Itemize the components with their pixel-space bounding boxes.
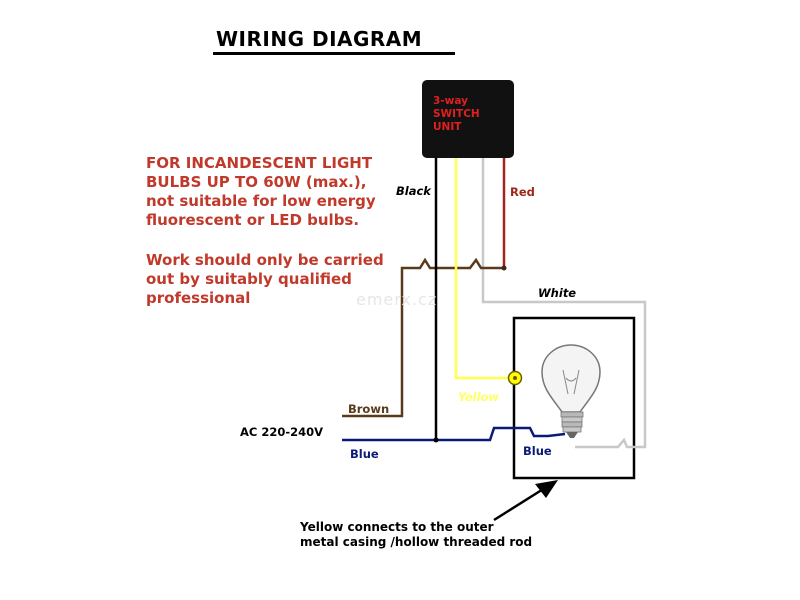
warning-line: Work should only be carried (146, 251, 384, 269)
brown-wire (342, 257, 504, 418)
blue-wire-label: Blue (350, 447, 379, 461)
arrow-head (535, 480, 558, 498)
white-wire-label: White (538, 286, 577, 300)
note-line: Yellow connects to the outer (300, 520, 494, 534)
supply-voltage-label: AC 220-240V (240, 425, 324, 439)
warning-line: not suitable for low energy (146, 192, 376, 210)
qualified-warning-text: Work should only be carried out by suita… (146, 251, 384, 308)
diagram-title: WIRING DIAGRAM (216, 27, 423, 51)
yellow-note: Yellow connects to the outer metal casin… (300, 520, 532, 550)
black-blue-junction (433, 437, 439, 443)
watermark: emerx.cz (356, 290, 438, 309)
brown-wire-label: Brown (348, 402, 390, 416)
warning-line: professional (146, 289, 251, 307)
brown-red-junction (501, 265, 507, 271)
switch-label-line: UNIT (433, 121, 462, 133)
switch-unit-box (422, 80, 514, 158)
warning-line: fluorescent or LED bulbs. (146, 211, 360, 229)
red-wire-label: Red (510, 185, 535, 199)
title-underline (213, 52, 455, 55)
yellow-wire-label: Yellow (458, 390, 500, 404)
yellow-wire (454, 158, 513, 380)
warning-line: FOR INCANDESCENT LIGHT (146, 154, 373, 172)
lamp-blue-wire-label: Blue (523, 444, 552, 458)
switch-label-line: 3-way (433, 95, 468, 107)
lamp-enclosure (512, 316, 636, 480)
note-line: metal casing /hollow threaded rod (300, 535, 533, 549)
black-wire-label: Black (396, 184, 431, 198)
blue-wire (342, 426, 566, 442)
warning-line: out by suitably qualified (146, 270, 352, 288)
light-bulb-icon (541, 344, 601, 438)
pointer-arrow (493, 484, 549, 522)
switch-label-line: SWITCH (433, 108, 480, 120)
yellow-terminal-center (513, 376, 517, 380)
warning-text: FOR INCANDESCENT LIGHT BULBS UP TO 60W (… (146, 154, 376, 230)
white-wire (481, 158, 647, 449)
warning-line: BULBS UP TO 60W (max.), (146, 173, 367, 191)
switch-unit-label: 3-way SWITCH UNIT (433, 95, 480, 134)
